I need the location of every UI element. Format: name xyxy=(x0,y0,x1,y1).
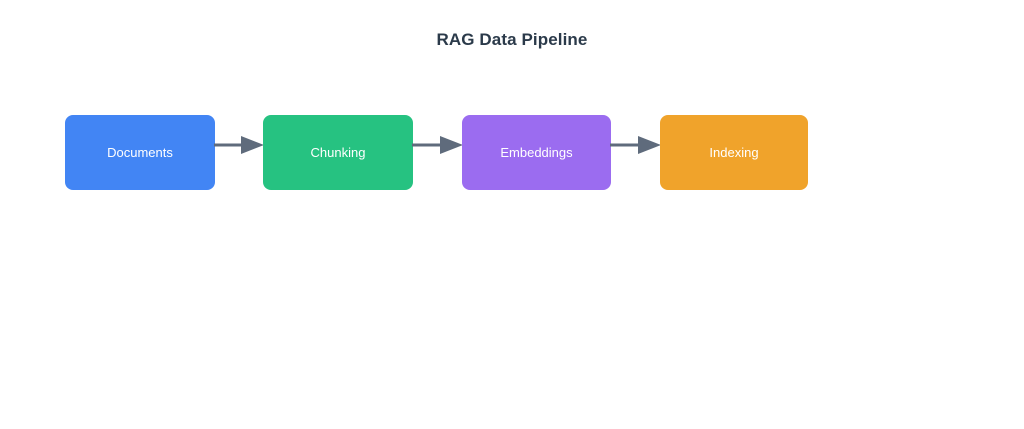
flow-node-label: Documents xyxy=(107,144,173,160)
arrow-right-icon xyxy=(214,136,264,154)
flow-node-label: Embeddings xyxy=(500,144,573,160)
flow-node-embeddings[interactable]: Embeddings xyxy=(462,115,611,190)
page-title: RAG Data Pipeline xyxy=(436,30,588,49)
flow-arrow-chunking-to-embeddings xyxy=(411,130,464,160)
arrow-right-icon xyxy=(412,136,463,154)
flow-arrow-embeddings-to-indexing xyxy=(609,130,662,160)
arrow-right-icon xyxy=(610,136,661,154)
flow-node-label: Chunking xyxy=(310,144,366,160)
flow-node-documents[interactable]: Documents xyxy=(65,115,215,190)
flow-node-label: Indexing xyxy=(709,144,759,160)
flow-node-indexing[interactable]: Indexing xyxy=(660,115,808,190)
flow-node-chunking[interactable]: Chunking xyxy=(263,115,413,190)
flow-arrow-documents-to-chunking xyxy=(213,130,265,160)
